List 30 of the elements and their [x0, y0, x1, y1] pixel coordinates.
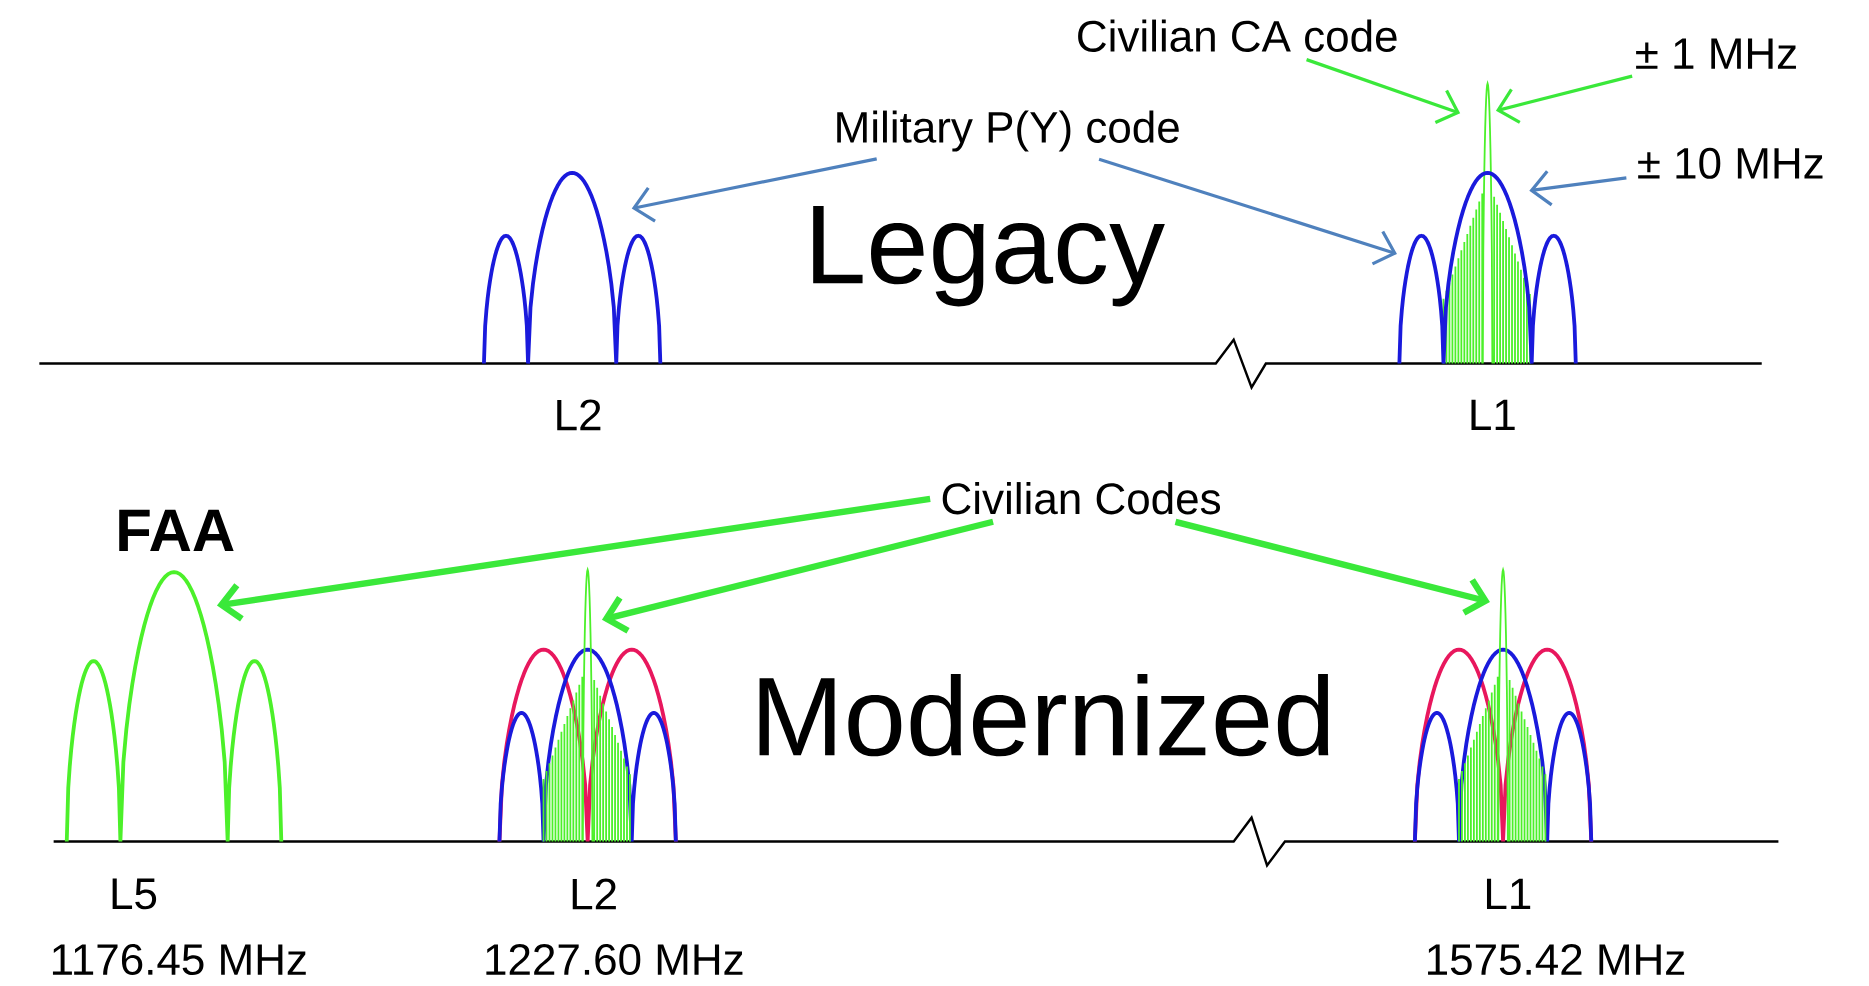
spectrum-drawing [482, 171, 663, 366]
callout-text: Civilian Codes [942, 482, 1221, 515]
arrow [1495, 74, 1633, 124]
band-label: L2 [557, 399, 601, 431]
callout-text: ± 10 MHz [1638, 147, 1823, 179]
section-title: Modernized [759, 674, 1329, 757]
spectrum-drawing [497, 566, 678, 844]
band-label: 1575.42 MHz [1428, 944, 1685, 976]
band-label: L5 [112, 878, 157, 910]
spectrum-drawing [64, 570, 284, 844]
spectrum-drawing [1442, 80, 1531, 365]
band-label: FAA [119, 509, 234, 552]
arrow [1098, 157, 1397, 266]
spectrum-drawing [1397, 171, 1578, 366]
arrow [216, 495, 931, 622]
callout-text: ± 1 MHz [1636, 38, 1796, 69]
band-label: 1176.45 MHz [52, 944, 306, 976]
section-title: Legacy [813, 206, 1165, 307]
arrow [1174, 518, 1490, 616]
arrow [631, 157, 877, 223]
spectrum-drawing [1412, 566, 1594, 844]
arrow [1306, 58, 1461, 125]
band-label: L2 [572, 878, 616, 910]
arrow [1529, 170, 1627, 207]
band-label: 1227.60 MHz [486, 944, 743, 976]
callout-text: Military P(Y) code [837, 110, 1179, 152]
band-label: L1 [1487, 878, 1531, 910]
callout-text: Civilian CA code [1078, 19, 1397, 53]
arrow [601, 518, 994, 634]
band-label: L1 [1471, 399, 1515, 431]
